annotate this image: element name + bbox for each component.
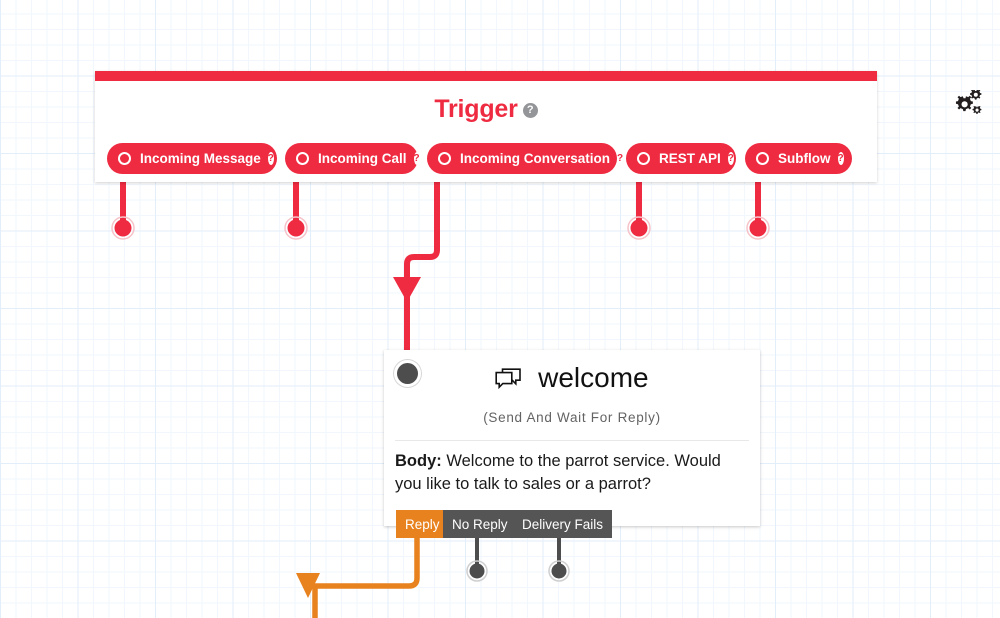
outcome-button-label: Delivery Fails xyxy=(522,516,604,532)
trigger-panel-title: Trigger? xyxy=(95,97,877,122)
trigger-pill-label: Incoming Call xyxy=(318,151,407,166)
outcome-button-delivery-fails[interactable]: Delivery Fails xyxy=(513,510,613,538)
trigger-pill-label: Subflow xyxy=(778,151,831,166)
trigger-pill-incoming-message[interactable]: Incoming Message ? xyxy=(107,143,277,174)
outcome-button-label: Reply xyxy=(405,516,440,532)
trigger-pill-label: REST API xyxy=(659,151,721,166)
radio-unchecked-icon[interactable] xyxy=(296,152,309,165)
trigger-title-help-icon[interactable]: ? xyxy=(522,103,538,118)
trigger-endpoint-dots xyxy=(111,216,770,240)
node-title: welcome xyxy=(384,364,760,395)
question-mark-icon[interactable]: ? xyxy=(617,152,624,165)
outcome-button-label: No Reply xyxy=(452,516,508,532)
connector-reply-branch xyxy=(312,538,420,618)
trigger-pill-label: Incoming Message xyxy=(140,151,261,166)
question-mark-icon[interactable]: ? xyxy=(267,152,274,165)
question-mark-icon[interactable]: ? xyxy=(837,152,844,165)
trigger-pill-label: Incoming Conversation xyxy=(460,151,611,166)
radio-unchecked-icon[interactable] xyxy=(637,152,650,165)
node-title-text: welcome xyxy=(538,362,649,393)
node-body-label: Body: xyxy=(395,452,442,470)
trigger-title-text: Trigger xyxy=(434,95,518,123)
trigger-panel-accent-bar xyxy=(95,71,877,81)
node-body-text: Welcome to the parrot service. Would you… xyxy=(395,452,721,493)
connector-incoming-conversation-to-welcome xyxy=(404,174,440,360)
radio-unchecked-icon[interactable] xyxy=(438,152,451,165)
trigger-pill-incoming-call[interactable]: Incoming Call ? xyxy=(285,143,420,174)
node-subtitle: (Send And Wait For Reply) xyxy=(483,410,661,425)
trigger-pill-subflow[interactable]: Subflow ? xyxy=(745,143,852,174)
radio-unchecked-icon[interactable] xyxy=(756,152,769,165)
node-input-dot[interactable] xyxy=(394,360,421,387)
outcome-button-no-reply[interactable]: No Reply xyxy=(443,510,517,538)
outcome-endpoint-dots xyxy=(466,560,570,582)
question-mark-icon[interactable]: ? xyxy=(413,152,420,165)
comments-bubble-icon xyxy=(495,365,530,396)
trigger-pill-rest-api[interactable]: REST API ? xyxy=(626,143,736,174)
node-body: Body: Welcome to the parrot service. Wou… xyxy=(395,450,747,496)
gears-icon[interactable] xyxy=(949,89,983,120)
connector-arrowhead-red xyxy=(393,277,421,302)
trigger-pill-incoming-conversation[interactable]: Incoming Conversation ? xyxy=(427,143,624,174)
radio-unchecked-icon[interactable] xyxy=(118,152,131,165)
node-card-welcome[interactable]: welcome (Send And Wait For Reply) Body: … xyxy=(384,350,760,526)
outcome-button-reply[interactable]: Reply xyxy=(396,510,449,538)
connector-arrowhead-orange xyxy=(296,573,320,598)
question-mark-icon[interactable]: ? xyxy=(727,152,734,165)
node-divider xyxy=(395,440,749,441)
